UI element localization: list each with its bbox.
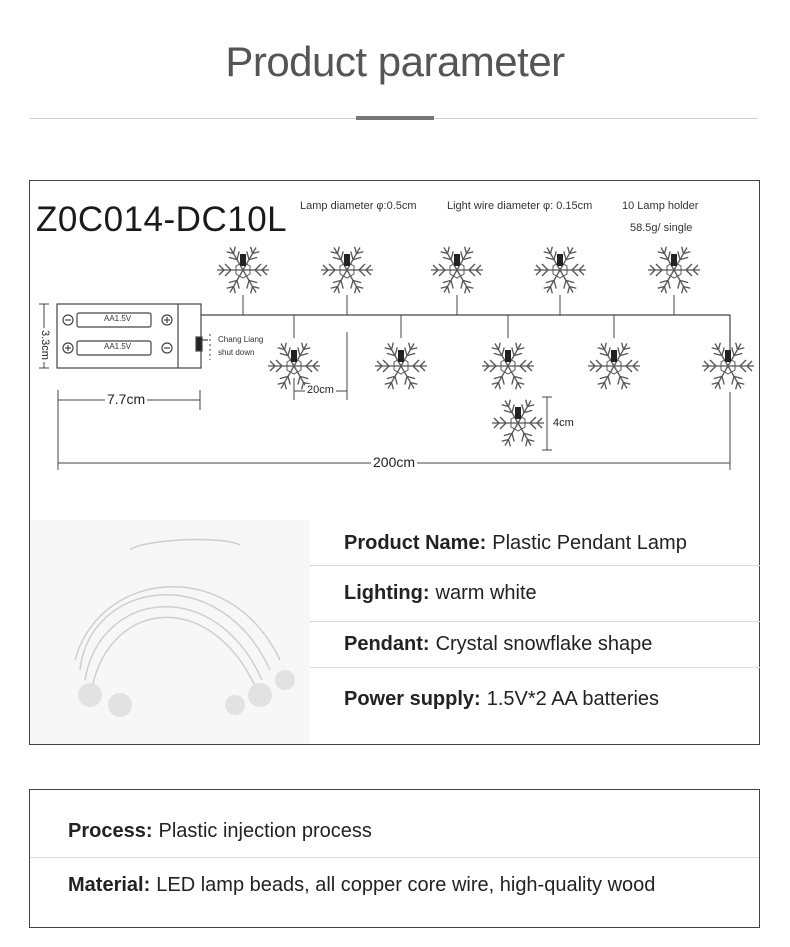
snowflake-icon (431, 246, 483, 294)
snowflake-icon (588, 342, 640, 390)
detail-value: LED lamp beads, all copper core wire, hi… (156, 874, 656, 896)
snowflake-icon (375, 342, 427, 390)
snowflake-icon (492, 399, 544, 447)
battery-box (56, 303, 203, 369)
light-wire (199, 314, 731, 360)
wire-diameter-label: Light wire diameter φ: 0.15cm (447, 200, 593, 212)
box-width-dimension-label: 7.7cm (105, 391, 148, 407)
spec-value: Crystal snowflake shape (435, 633, 653, 655)
upper-drops (242, 295, 675, 315)
spec-value: warm white (435, 582, 537, 604)
switch-label-off: shut down (218, 348, 255, 357)
battery-label-2: AA1.5V (104, 342, 132, 351)
lamp-holder-label: 10 Lamp holder (622, 200, 699, 212)
height-dimension-label: 3.3cm (39, 328, 51, 362)
spec-row-pendant: Pendant: Crystal snowflake shape (310, 621, 760, 667)
spec-row-product-name: Product Name: Plastic Pendant Lamp (310, 517, 760, 569)
title-accent-bar (356, 116, 434, 120)
spec-row-power-supply: Power supply: 1.5V*2 AA batteries (310, 667, 760, 731)
snowflake-icon (648, 246, 700, 294)
snowflake-icon (702, 342, 754, 390)
lower-drops (293, 315, 731, 338)
detail-row-material: Material: LED lamp beads, all copper cor… (30, 857, 759, 913)
snowflake-icon (217, 246, 269, 294)
snowflake-icon (321, 246, 373, 294)
switch-label-on: Chang Liang (218, 335, 264, 344)
snowflake-pendant-icons (217, 246, 754, 447)
details-panel (29, 789, 760, 928)
page-title: Product parameter (225, 38, 565, 85)
product-photo (30, 520, 310, 744)
detail-key: Process: (68, 819, 153, 842)
product-diagram (39, 0, 790, 470)
spec-key: Product Name: (344, 531, 487, 554)
battery-label-1: AA1.5V (104, 314, 132, 323)
spacing-dimension-label: 20cm (305, 384, 336, 396)
detail-value: Plastic injection process (158, 819, 372, 842)
pendant-size-dimension-label: 4cm (551, 417, 576, 429)
spec-key: Pendant: (344, 633, 430, 655)
spec-value: 1.5V*2 AA batteries (486, 688, 660, 710)
weight-label: 58.5g/ single (630, 222, 693, 234)
snowflake-icon (534, 246, 586, 294)
snowflake-icon (482, 342, 534, 390)
detail-key: Material: (68, 874, 151, 896)
spec-row-lighting: Lighting: warm white (310, 565, 760, 621)
lamp-diameter-label: Lamp diameter φ:0.5cm (300, 200, 417, 212)
spec-key: Power supply: (344, 688, 481, 710)
detail-row-process: Process: Plastic injection process (30, 805, 759, 857)
spec-key: Lighting: (344, 582, 430, 604)
model-code: Z0C014-DC10L (36, 200, 288, 239)
total-length-dimension-label: 200cm (371, 454, 418, 470)
spec-value: Plastic Pendant Lamp (492, 531, 687, 554)
spec-panel (29, 180, 760, 745)
